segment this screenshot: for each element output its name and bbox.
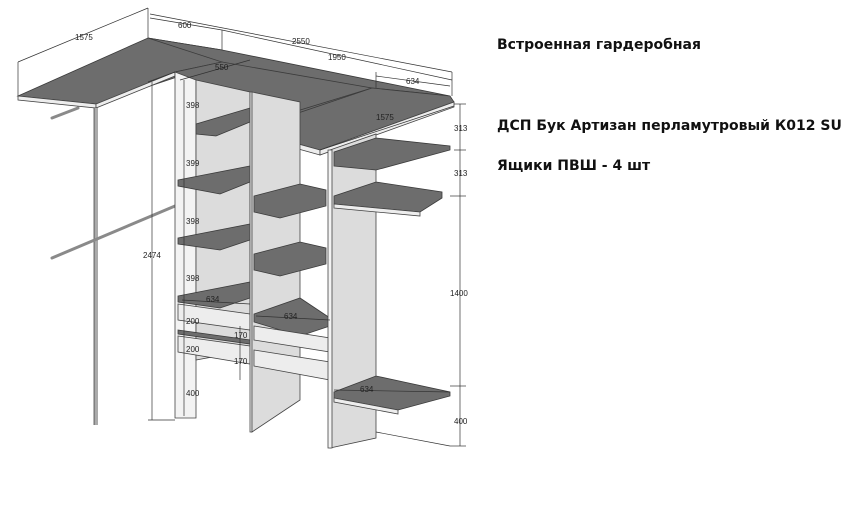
dimension-lines <box>17 7 466 447</box>
dim-1575-top: 1575 <box>75 33 93 42</box>
dim-2550: 2550 <box>292 37 310 46</box>
right-shelf-2-edge <box>333 203 421 217</box>
dim-400-right: 400 <box>454 417 468 426</box>
middle-shelf-2 <box>253 241 327 277</box>
material-label: ДСП Бук Артизан перламутровый К012 SU <box>497 118 842 134</box>
dim-600: 600 <box>178 21 192 30</box>
dim-170-b: 170 <box>234 357 248 366</box>
left-shelf-2 <box>177 165 251 195</box>
dim-398-a: 398 <box>186 101 200 110</box>
dim-398-b: 398 <box>186 217 200 226</box>
dim-400-left: 400 <box>186 389 200 398</box>
dim-550: 550 <box>215 63 229 72</box>
right-tower-front <box>327 149 333 449</box>
dim-1575-mid: 1575 <box>376 113 394 122</box>
dim-313-b: 313 <box>454 169 468 178</box>
hanging-rod-lower <box>50 204 177 260</box>
left-shelf-3 <box>177 223 251 251</box>
dim-200-a: 200 <box>186 317 200 326</box>
hanging-rod-upper <box>50 106 80 120</box>
right-shelf-1 <box>333 137 451 171</box>
floor-line <box>375 431 451 447</box>
left-shelf-1 <box>195 107 251 137</box>
dim-313-a: 313 <box>454 124 468 133</box>
dim-399: 399 <box>186 159 200 168</box>
dim-634-drawer-left: 634 <box>206 295 220 304</box>
drawers-label: Ящики ПВШ - 4 шт <box>497 158 651 174</box>
dim-1400: 1400 <box>450 289 468 298</box>
dim-634-drawer-right: 634 <box>284 312 298 321</box>
middle-shelf-1 <box>253 183 327 219</box>
drawing-title: Встроенная гардеробная <box>497 37 701 53</box>
dim-398-c: 398 <box>186 274 200 283</box>
dim-634-bottom-right: 634 <box>360 385 374 394</box>
dim-2474: 2474 <box>143 251 161 260</box>
right-bottom-shelf-edge <box>333 397 399 415</box>
dim-170-a: 170 <box>234 331 248 340</box>
dim-1950: 1950 <box>328 53 346 62</box>
dim-200-b: 200 <box>186 345 200 354</box>
dim-634-top: 634 <box>406 77 420 86</box>
